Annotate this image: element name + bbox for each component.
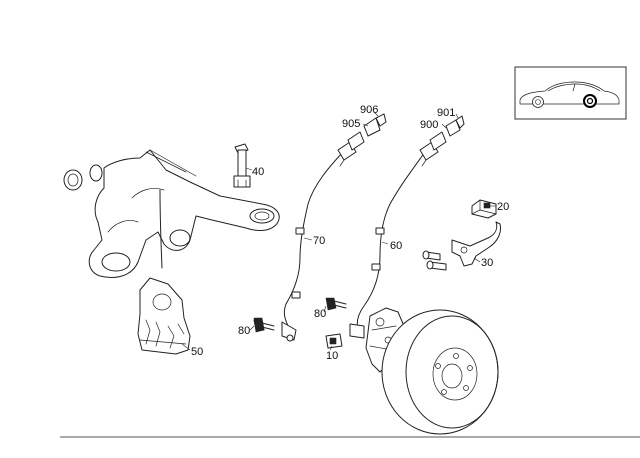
steering-knuckle-assembly bbox=[63, 149, 280, 278]
callout-906: 906 bbox=[360, 104, 378, 116]
callout-10: 10 bbox=[326, 350, 338, 362]
heat-shield-50 bbox=[137, 277, 191, 355]
callout-50: 50 bbox=[191, 346, 203, 358]
callout-900: 900 bbox=[420, 119, 438, 131]
callout-30: 30 bbox=[481, 257, 493, 269]
wear-sensor-cable-70 bbox=[281, 151, 344, 342]
leader-lines bbox=[181, 111, 496, 351]
callout-905: 905 bbox=[342, 118, 360, 130]
callout-40: 40 bbox=[252, 166, 264, 178]
bracket-40 bbox=[233, 143, 251, 188]
bracket-30 bbox=[422, 221, 501, 271]
wear-sensor-cable-60 bbox=[349, 151, 426, 339]
connector-900-901 bbox=[419, 115, 465, 167]
callout-60: 60 bbox=[390, 240, 402, 252]
car-silhouette-icon bbox=[519, 81, 620, 108]
bolt-80-right bbox=[325, 297, 347, 311]
vehicle-locator-box bbox=[514, 66, 627, 120]
brake-disc bbox=[381, 309, 499, 435]
callout-80-right: 80 bbox=[314, 308, 326, 320]
connector-905-906 bbox=[337, 113, 387, 167]
callout-20: 20 bbox=[497, 201, 509, 213]
clip-20 bbox=[471, 199, 497, 219]
callout-901: 901 bbox=[437, 107, 455, 119]
callout-80-left: 80 bbox=[238, 325, 250, 337]
bolt-80-left bbox=[253, 317, 275, 333]
callout-70: 70 bbox=[313, 235, 325, 247]
clip-10 bbox=[325, 333, 343, 349]
